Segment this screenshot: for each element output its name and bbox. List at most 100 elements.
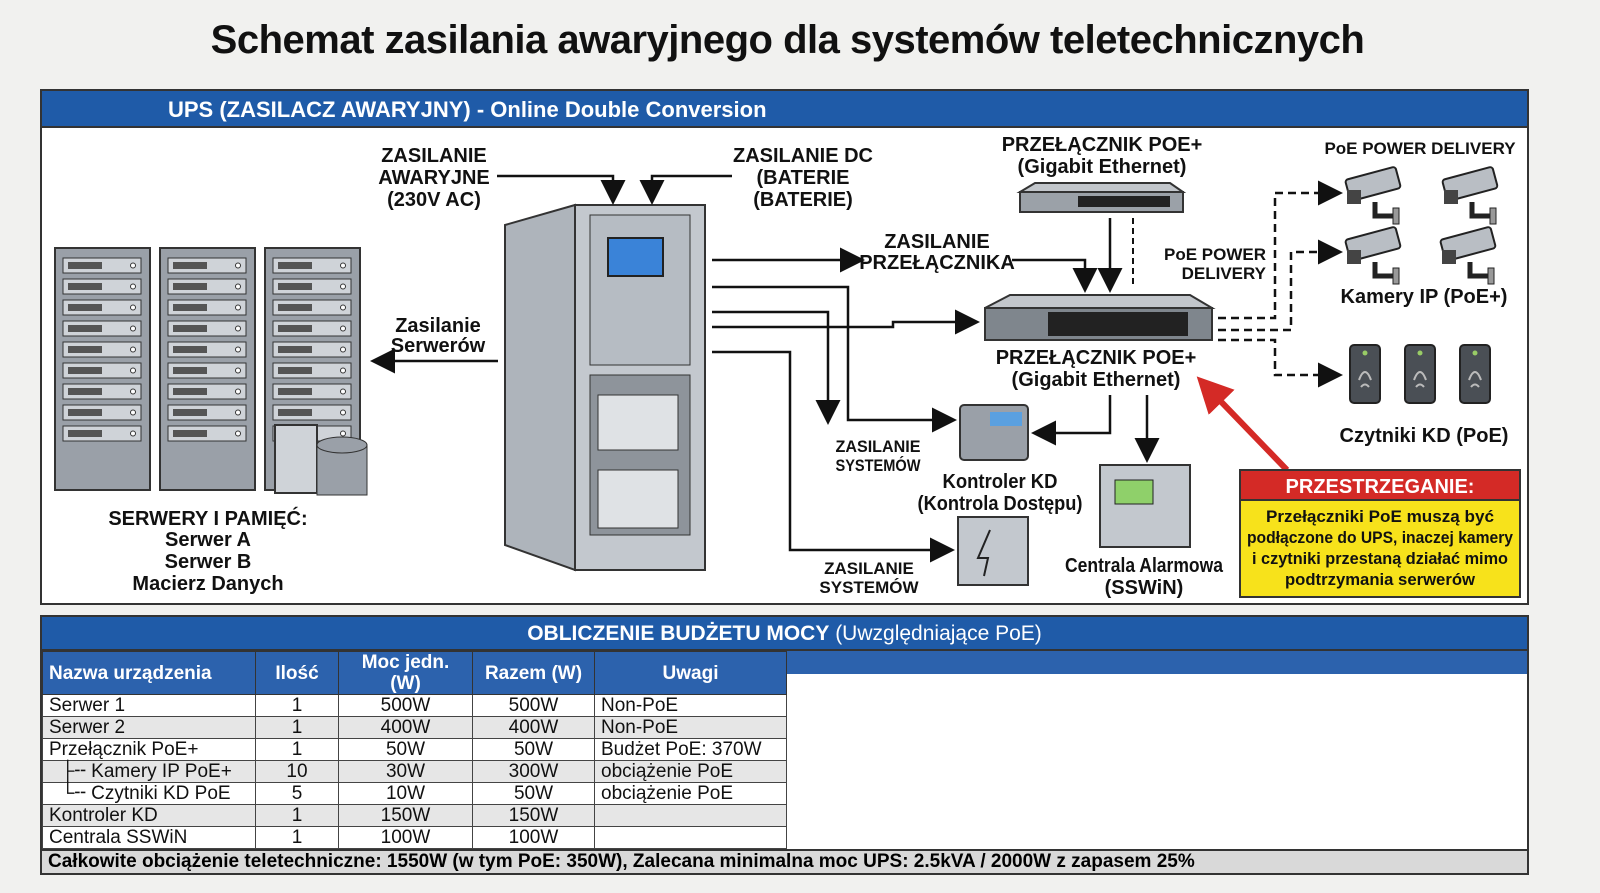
column-header: Nazwa urządzenia bbox=[42, 651, 256, 695]
rack-unit bbox=[272, 278, 352, 295]
rack-unit bbox=[167, 278, 247, 295]
rack-unit bbox=[167, 341, 247, 358]
card-reader-icon bbox=[1349, 344, 1491, 404]
table-cell: Non-PoE bbox=[594, 716, 787, 739]
alarm-panel-icon bbox=[1099, 464, 1191, 548]
table-cell bbox=[594, 826, 787, 849]
ups-panel-header: UPS (ZASILACZ AWARYJNY) - Online Double … bbox=[42, 91, 1527, 128]
rack-unit bbox=[272, 257, 352, 274]
table-cell: Budżet PoE: 370W bbox=[594, 738, 787, 761]
table-cell: 1 bbox=[255, 826, 339, 849]
rack-unit bbox=[167, 299, 247, 316]
poe-dashed-arrows bbox=[1218, 180, 1343, 388]
rack-unit bbox=[272, 404, 352, 421]
ups-cabinet-icon bbox=[504, 203, 706, 572]
top-switch-label: PRZEŁĄCZNIK POE+(Gigabit Ethernet) bbox=[1002, 134, 1203, 178]
table-cell: Non-PoE bbox=[594, 694, 787, 717]
rack-unit bbox=[62, 362, 142, 379]
rack-unit bbox=[62, 299, 142, 316]
table-cell: 50W bbox=[472, 738, 595, 761]
table-cell: 30W bbox=[338, 760, 473, 783]
ip-camera-icon bbox=[1345, 167, 1498, 284]
rack-unit bbox=[167, 362, 247, 379]
rack-unit bbox=[62, 425, 142, 442]
rack-unit bbox=[167, 425, 247, 442]
table-cell: ├╌ Kamery IP PoE+ bbox=[42, 760, 256, 783]
page-title: Schemat zasilania awaryjnego dla systemó… bbox=[210, 18, 1365, 62]
column-header: Ilość bbox=[255, 651, 339, 695]
table-cell: 1 bbox=[255, 716, 339, 739]
poe-switch-top-icon bbox=[1016, 182, 1187, 213]
table-cell: 400W bbox=[472, 716, 595, 739]
table-cell: Kontroler KD bbox=[42, 804, 256, 827]
table-cell: 50W bbox=[338, 738, 473, 761]
rack-unit bbox=[272, 362, 352, 379]
column-header: Uwagi bbox=[594, 651, 787, 695]
table-cell: 500W bbox=[338, 694, 473, 717]
power-flow-arrows bbox=[370, 174, 1160, 563]
table-cell: 100W bbox=[472, 826, 595, 849]
power-budget-panel: OBLICZENIE BUDŻETU MOCY (Uwzględniające … bbox=[40, 615, 1529, 875]
table-cell: Serwer 1 bbox=[42, 694, 256, 717]
table-cell: 5 bbox=[255, 782, 339, 805]
ups-panel: UPS (ZASILACZ AWARYJNY) - Online Double … bbox=[40, 89, 1529, 605]
rack-unit bbox=[62, 383, 142, 400]
rack-unit bbox=[62, 341, 142, 358]
rack-unit bbox=[272, 299, 352, 316]
table-cell: 150W bbox=[338, 804, 473, 827]
warning-box: PRZESTRZEGANIE: Przełączniki PoE muszą b… bbox=[1239, 469, 1521, 598]
controller-label: Kontroler KD(Kontrola Dostępu) bbox=[918, 471, 1083, 515]
rack-unit bbox=[167, 257, 247, 274]
table-cell: └╌ Czytniki KD PoE bbox=[42, 782, 256, 805]
table-cell: Centrala SSWiN bbox=[42, 826, 256, 849]
rack-unit bbox=[272, 341, 352, 358]
table-cell: 10W bbox=[338, 782, 473, 805]
table-cell: 50W bbox=[472, 782, 595, 805]
rack-unit bbox=[167, 320, 247, 337]
server-rack-icon bbox=[54, 247, 368, 496]
table-cell: Przełącznik PoE+ bbox=[42, 738, 256, 761]
rack-unit bbox=[167, 404, 247, 421]
table-cell: 10 bbox=[255, 760, 339, 783]
rack-unit bbox=[272, 320, 352, 337]
table-cell: obciążenie PoE bbox=[594, 760, 787, 783]
rack-unit bbox=[272, 383, 352, 400]
table-cell: 1 bbox=[255, 804, 339, 827]
column-header: Razem (W) bbox=[472, 651, 595, 695]
table-cell bbox=[594, 804, 787, 827]
readers-label: Czytniki KD (PoE) bbox=[1340, 425, 1509, 447]
budget-header: OBLICZENIE BUDŻETU MOCY (Uwzględniające … bbox=[42, 617, 1527, 651]
rack-unit bbox=[62, 257, 142, 274]
power-module-icon bbox=[957, 516, 1029, 586]
warning-title: PRZESTRZEGANIE: bbox=[1286, 476, 1475, 498]
rack-unit bbox=[167, 383, 247, 400]
total-summary: Całkowite obciążenie teletechniczne: 155… bbox=[42, 849, 1527, 873]
table-cell: 1 bbox=[255, 738, 339, 761]
poe-delivery-label: PoE POWER DELIVERY bbox=[1324, 139, 1516, 158]
table-cell: 400W bbox=[338, 716, 473, 739]
rack-unit bbox=[62, 320, 142, 337]
table-cell: 100W bbox=[338, 826, 473, 849]
rack-unit bbox=[62, 278, 142, 295]
main-switch-label: PRZEŁĄCZNIK POE+(Gigabit Ethernet) bbox=[996, 347, 1197, 391]
table-cell: obciążenie PoE bbox=[594, 782, 787, 805]
column-header: Moc jedn. (W) bbox=[338, 651, 473, 695]
dc-input-label: ZASILANIE DC(BATERIE(BATERIE) bbox=[733, 145, 873, 211]
alarm-label: Centrala Alarmowa(SSWiN) bbox=[1065, 555, 1224, 599]
table-cell: 150W bbox=[472, 804, 595, 827]
table-cell: 300W bbox=[472, 760, 595, 783]
